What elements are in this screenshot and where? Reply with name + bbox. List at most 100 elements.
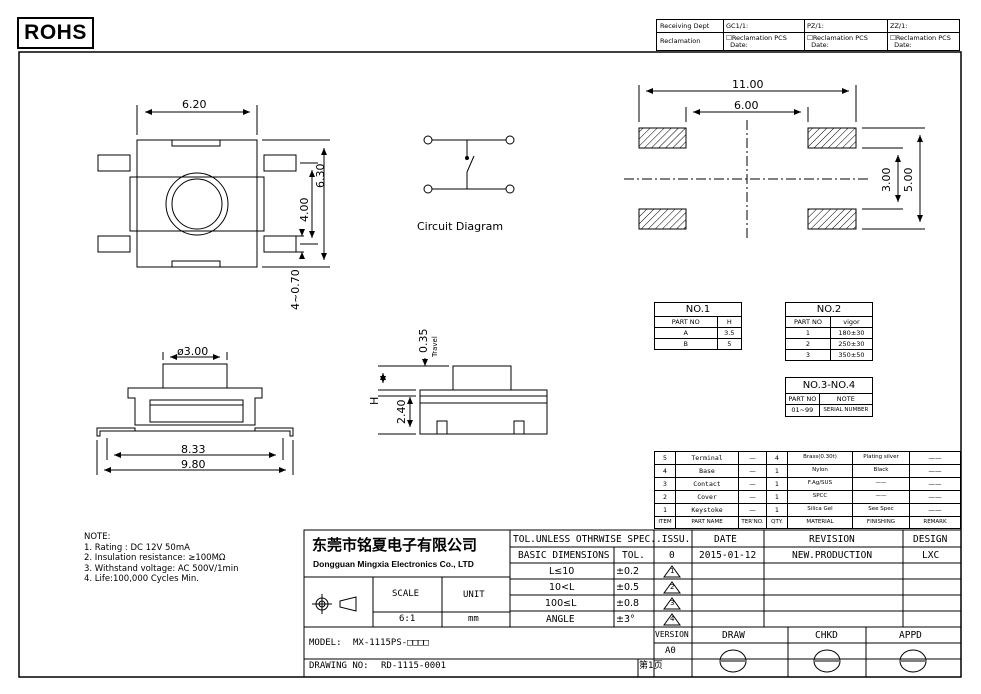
- travel-label: Travel: [431, 336, 439, 357]
- bom-cell: —: [738, 451, 767, 465]
- receiving-table: Receiving Dept GC1/1: PZ/1: ZZ/1: Reclam…: [656, 19, 960, 51]
- dim-travel: 0.35: [417, 328, 430, 354]
- bom-cell: —: [738, 490, 767, 504]
- no2-title: NO.2: [785, 302, 873, 317]
- bom-cell: Nylon: [787, 464, 853, 478]
- table-cell: SERIAL NUMBER: [818, 404, 874, 417]
- scale-label: SCALE: [392, 589, 420, 599]
- marker-4: 4: [670, 615, 675, 623]
- bom-header: PART NAME: [675, 516, 739, 529]
- note-line: 2. Insulation resistance: ≥100MΩ: [84, 553, 226, 563]
- revision-text: NEW.PRODUCTION: [792, 550, 873, 561]
- bom-cell: Terminal: [675, 451, 739, 465]
- note-line: 4. Life:100,000 Cycles Min.: [84, 574, 199, 584]
- bom-table: 5 Terminal — 4 Brass(0.30t) Plating silv…: [654, 451, 961, 529]
- tol-row-label: ANGLE: [546, 614, 575, 625]
- tol-row-label: 10<L: [549, 582, 575, 593]
- reclamation-col-3: ☐Reclamation PCS Date:: [887, 32, 960, 51]
- table-cell: 5: [716, 338, 743, 350]
- no2-header-vigor: vigor: [829, 316, 874, 328]
- circuit-diagram: [423, 135, 515, 194]
- bom-cell: —: [738, 464, 767, 478]
- tol-row-label: L≤10: [549, 566, 575, 577]
- model-value: MX-1115PS-□□□□: [353, 638, 429, 648]
- bom-header: MATERIAL: [787, 516, 853, 529]
- bom-cell: Contact: [675, 477, 739, 491]
- circuit-label: Circuit Diagram: [417, 220, 504, 233]
- bom-cell: Plating silver: [852, 451, 910, 465]
- bom-cell: Keystoke: [675, 503, 739, 517]
- no3-header-part: PART NO: [785, 393, 820, 405]
- issue-markers: [663, 565, 681, 626]
- dim-side-w2: 9.80: [181, 458, 206, 471]
- dim-pad-inner: 6.00: [734, 99, 759, 112]
- table-cell: A: [654, 327, 718, 339]
- tol-row-value: ±0.8: [616, 598, 640, 609]
- approval-stamps: [719, 649, 927, 673]
- bom-cell: 1: [766, 477, 788, 491]
- table-cell: 2: [785, 338, 831, 350]
- bom-header: FINISHING: [852, 516, 910, 529]
- notes: NOTE: 1. Rating : DC 12V 50mA 2. Insulat…: [84, 532, 239, 585]
- bom-header: ITEM: [654, 516, 676, 529]
- bom-cell: Cover: [675, 490, 739, 504]
- bom-cell: 1: [654, 503, 676, 517]
- draw-header: DRAW: [722, 630, 745, 641]
- basic-dimensions: BASIC DIMENSIONS: [518, 550, 610, 561]
- bom-cell: —: [738, 503, 767, 517]
- side-view-left: [96, 352, 294, 475]
- top-view: [97, 105, 330, 268]
- table-cell: 250±30: [829, 338, 874, 350]
- tol-header: TOL.: [622, 550, 645, 561]
- no3-header-note: NOTE: [818, 393, 874, 405]
- table-cell: 180±30: [829, 327, 874, 339]
- tol-row-value: ±0.5: [616, 582, 640, 593]
- bom-cell: See Spec: [852, 503, 910, 517]
- table-cell: 01~99: [785, 404, 820, 417]
- pad-layout: [624, 85, 925, 240]
- company-en: Dongguan Mingxia Electronics Co., LTD: [313, 559, 474, 569]
- note-line: 3. Withstand voltage: AC 500V/1min: [84, 563, 239, 574]
- bom-header: TER'NO.: [738, 516, 767, 529]
- company-cn: 东莞市铭夏电子有限公司: [312, 536, 478, 554]
- tol-row-value: ±0.2: [616, 566, 640, 577]
- bom-cell: ——: [852, 490, 910, 504]
- version-header: VERSION: [655, 630, 689, 639]
- title-block-frame: [303, 529, 962, 678]
- bom-cell: 1: [766, 503, 788, 517]
- dim-bottom: 4~0.70: [289, 269, 302, 310]
- bom-header: REMARK: [909, 516, 961, 529]
- bom-cell: ——: [909, 477, 961, 491]
- drawing-number: RD-1115-0001: [381, 661, 447, 671]
- page-number: 第1页: [639, 661, 663, 671]
- marker-2: 2: [670, 583, 675, 591]
- dim-diameter: ø3.00: [177, 345, 209, 358]
- issue-number: 0: [669, 550, 675, 561]
- model-label: MODEL:: [309, 638, 342, 648]
- bom-cell: ——: [852, 477, 910, 491]
- dim-inner: 4.00: [298, 197, 311, 223]
- bom-cell: 3: [654, 477, 676, 491]
- table-cell: 3: [785, 349, 831, 361]
- dim-pad-total: 11.00: [732, 78, 764, 91]
- bom-cell: Silica Gel: [787, 503, 853, 517]
- marker-3: 3: [670, 599, 675, 607]
- reclamation-col-2: ☐Reclamation PCS Date:: [804, 32, 888, 51]
- table-cell: 350±50: [829, 349, 874, 361]
- bom-header: QTY.: [766, 516, 788, 529]
- no2-header-part: PART NO: [785, 316, 831, 328]
- dim-top-height: 6.30: [314, 163, 327, 189]
- h-label: H: [368, 396, 381, 405]
- bom-cell: 4: [654, 464, 676, 478]
- bom-cell: —: [738, 477, 767, 491]
- date-header: DATE: [714, 534, 737, 545]
- notes-title: NOTE:: [84, 532, 111, 542]
- reclamation-label: Reclamation: [656, 32, 724, 51]
- appd-header: APPD: [899, 630, 922, 641]
- dim-top-width: 6.20: [182, 98, 207, 111]
- rohs-badge: ROHS: [17, 17, 94, 49]
- bom-cell: Black: [852, 464, 910, 478]
